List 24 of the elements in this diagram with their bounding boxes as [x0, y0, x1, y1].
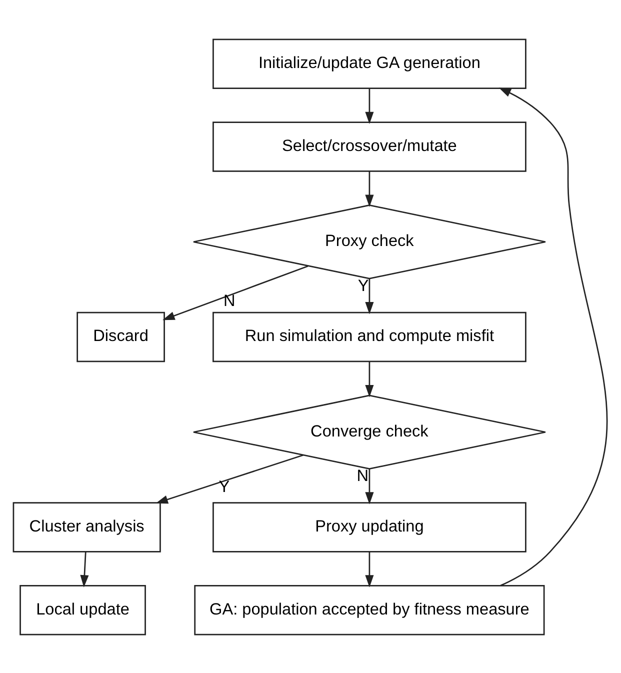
edge-label: N	[356, 466, 369, 485]
node-diamond: Proxy check	[192, 204, 546, 279]
edge-label: Y	[358, 276, 369, 294]
arrow	[156, 454, 304, 504]
node-box: Select/crossover/mutate	[212, 121, 526, 172]
arrow	[365, 551, 374, 587]
node-box: Discard	[76, 311, 165, 362]
arrow	[365, 361, 374, 397]
node-diamond: Converge check	[192, 394, 546, 469]
node-box: Run simulation and compute misfit	[212, 311, 526, 362]
node-box: Proxy updating	[212, 502, 526, 552]
arrow	[365, 278, 374, 314]
edge-label: N	[224, 291, 236, 310]
edge-label: Y	[218, 478, 230, 496]
node-box: Cluster analysis	[12, 502, 161, 552]
arrow	[365, 170, 374, 207]
arrow	[365, 88, 374, 124]
arrow	[365, 468, 374, 504]
arrow	[80, 551, 89, 587]
arrow	[498, 87, 608, 586]
arrow	[162, 264, 308, 320]
node-box: Initialize/update GA generation	[212, 38, 526, 89]
node-box: Local update	[20, 584, 146, 635]
node-box: GA: population accepted by fitness measure	[194, 584, 545, 635]
